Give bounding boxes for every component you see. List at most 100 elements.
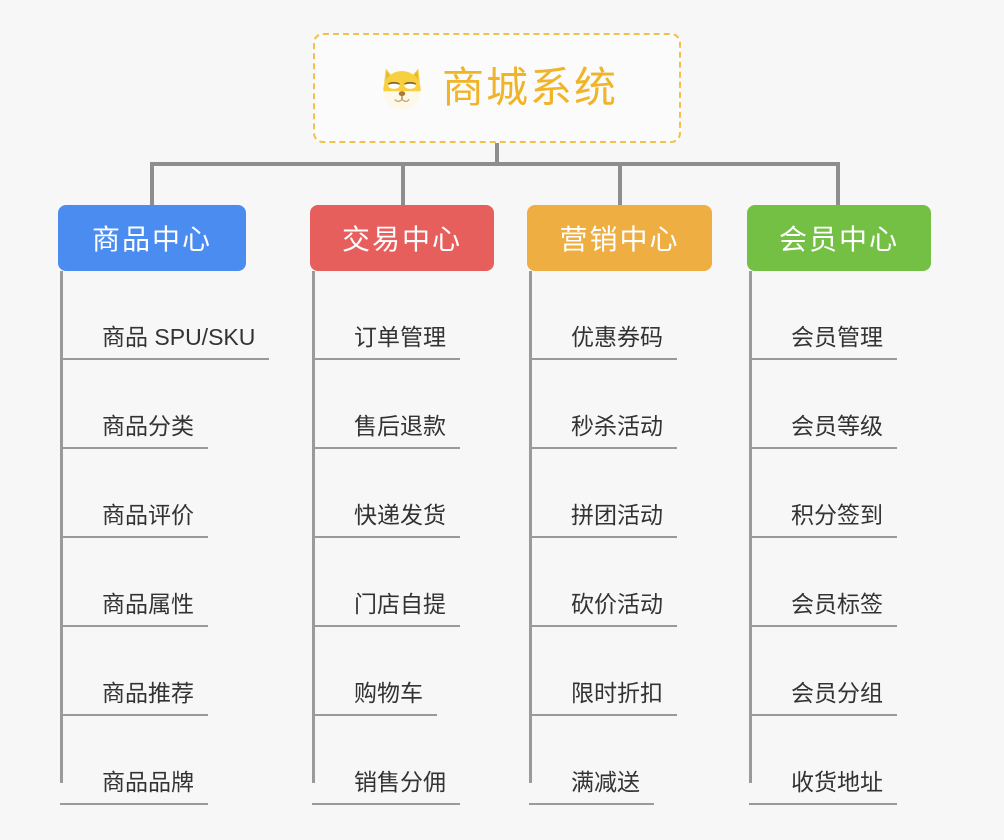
leaf-stub: [749, 358, 793, 360]
leaf-item[interactable]: 销售分佣: [310, 716, 494, 805]
leaf-label: 会员分组: [791, 679, 897, 716]
leaf-label: 商品 SPU/SKU: [102, 323, 270, 360]
leaf-label: 销售分佣: [354, 768, 460, 805]
leaf-item[interactable]: 拼团活动: [527, 449, 712, 538]
leaf-label: 积分签到: [791, 501, 897, 538]
leaf-stub: [312, 803, 356, 805]
leaf-label: 商品评价: [102, 501, 208, 538]
leaf-stub: [60, 447, 104, 449]
leaf-list-3: 优惠券码 秒杀活动 拼团活动 砍价活动 限时折扣 满减送: [527, 271, 712, 805]
leaf-stub: [749, 625, 793, 627]
branch-column-2: 交易中心 订单管理 售后退款 快递发货 门店自提 购物车: [310, 205, 494, 805]
leaf-stub: [749, 447, 793, 449]
leaf-stub: [60, 803, 104, 805]
leaf-label: 商品品牌: [102, 768, 208, 805]
leaf-item[interactable]: 商品推荐: [58, 627, 246, 716]
branch-header-label: 营销中心: [559, 224, 680, 255]
leaf-item[interactable]: 优惠券码: [527, 271, 712, 360]
leaf-stub: [60, 536, 104, 538]
leaf-stub: [312, 625, 356, 627]
leaf-label: 收货地址: [791, 768, 897, 805]
root-title: 商城系统: [441, 64, 618, 111]
connector-horizontal-bus: [150, 162, 840, 166]
leaf-item[interactable]: 秒杀活动: [527, 360, 712, 449]
leaf-item[interactable]: 收货地址: [747, 716, 931, 805]
branch-header-3[interactable]: 营销中心: [527, 205, 712, 271]
dog-face-icon: [383, 68, 421, 110]
leaf-stub: [529, 714, 573, 716]
leaf-item[interactable]: 订单管理: [310, 271, 494, 360]
leaf-label: 购物车: [354, 679, 437, 716]
leaf-label: 拼团活动: [571, 501, 677, 538]
leaf-item[interactable]: 商品属性: [58, 538, 246, 627]
branch-header-label: 交易中心: [341, 224, 462, 255]
leaf-label: 砍价活动: [571, 590, 677, 627]
leaf-stub: [749, 803, 793, 805]
leaf-stub: [529, 536, 573, 538]
leaf-item[interactable]: 积分签到: [747, 449, 931, 538]
connector-root-stem: [495, 143, 499, 164]
branch-column-4: 会员中心 会员管理 会员等级 积分签到 会员标签 会员分组: [747, 205, 931, 805]
leaf-item[interactable]: 商品品牌: [58, 716, 246, 805]
leaf-stub: [749, 714, 793, 716]
connector-drop-1: [150, 162, 154, 207]
leaf-stub: [60, 714, 104, 716]
leaf-list-4: 会员管理 会员等级 积分签到 会员标签 会员分组 收货地址: [747, 271, 931, 805]
leaf-item[interactable]: 砍价活动: [527, 538, 712, 627]
leaf-label: 满减送: [571, 768, 654, 805]
branch-header-1[interactable]: 商品中心: [58, 205, 246, 271]
leaf-label: 会员标签: [791, 590, 897, 627]
leaf-stub: [60, 625, 104, 627]
leaf-item[interactable]: 商品 SPU/SKU: [58, 271, 270, 360]
leaf-item[interactable]: 满减送: [527, 716, 712, 805]
leaf-item[interactable]: 商品分类: [58, 360, 246, 449]
leaf-item[interactable]: 门店自提: [310, 538, 494, 627]
branch-spine-2: [312, 271, 315, 783]
leaf-label: 快递发货: [354, 501, 460, 538]
connector-drop-2: [401, 162, 405, 207]
leaf-item[interactable]: 商品评价: [58, 449, 246, 538]
leaf-list-1: 商品 SPU/SKU 商品分类 商品评价 商品属性 商品推荐 商品品牌: [58, 271, 270, 805]
leaf-stub: [749, 536, 793, 538]
leaf-label: 会员管理: [791, 323, 897, 360]
leaf-item[interactable]: 购物车: [310, 627, 494, 716]
leaf-stub: [60, 358, 104, 360]
branch-header-label: 会员中心: [778, 224, 899, 255]
leaf-item[interactable]: 售后退款: [310, 360, 494, 449]
leaf-label: 优惠券码: [571, 323, 677, 360]
leaf-stub: [529, 447, 573, 449]
leaf-label: 订单管理: [354, 323, 460, 360]
leaf-item[interactable]: 会员标签: [747, 538, 931, 627]
leaf-label: 会员等级: [791, 412, 897, 449]
branch-header-4[interactable]: 会员中心: [747, 205, 931, 271]
leaf-label: 售后退款: [354, 412, 460, 449]
leaf-item[interactable]: 快递发货: [310, 449, 494, 538]
leaf-item[interactable]: 会员分组: [747, 627, 931, 716]
leaf-stub: [312, 714, 356, 716]
leaf-label: 秒杀活动: [571, 412, 677, 449]
connector-drop-4: [836, 162, 840, 207]
leaf-stub: [312, 447, 356, 449]
branch-spine-4: [749, 271, 752, 783]
branch-column-1: 商品中心 商品 SPU/SKU 商品分类 商品评价 商品属性 商品推荐: [58, 205, 270, 805]
connector-drop-3: [618, 162, 622, 207]
leaf-label: 商品属性: [102, 590, 208, 627]
leaf-label: 商品推荐: [102, 679, 208, 716]
leaf-stub: [529, 803, 573, 805]
branch-column-3: 营销中心 优惠券码 秒杀活动 拼团活动 砍价活动 限时折扣: [527, 205, 712, 805]
leaf-item[interactable]: 会员等级: [747, 360, 931, 449]
leaf-stub: [529, 625, 573, 627]
leaf-stub: [312, 536, 356, 538]
leaf-label: 门店自提: [354, 590, 460, 627]
branch-spine-3: [529, 271, 532, 783]
branch-header-2[interactable]: 交易中心: [310, 205, 494, 271]
leaf-list-2: 订单管理 售后退款 快递发货 门店自提 购物车 销售分佣: [310, 271, 494, 805]
leaf-stub: [312, 358, 356, 360]
root-node[interactable]: 商城系统: [313, 33, 681, 143]
branch-spine-1: [60, 271, 63, 783]
branch-header-label: 商品中心: [91, 224, 212, 255]
leaf-stub: [529, 358, 573, 360]
leaf-item[interactable]: 会员管理: [747, 271, 931, 360]
leaf-item[interactable]: 限时折扣: [527, 627, 712, 716]
